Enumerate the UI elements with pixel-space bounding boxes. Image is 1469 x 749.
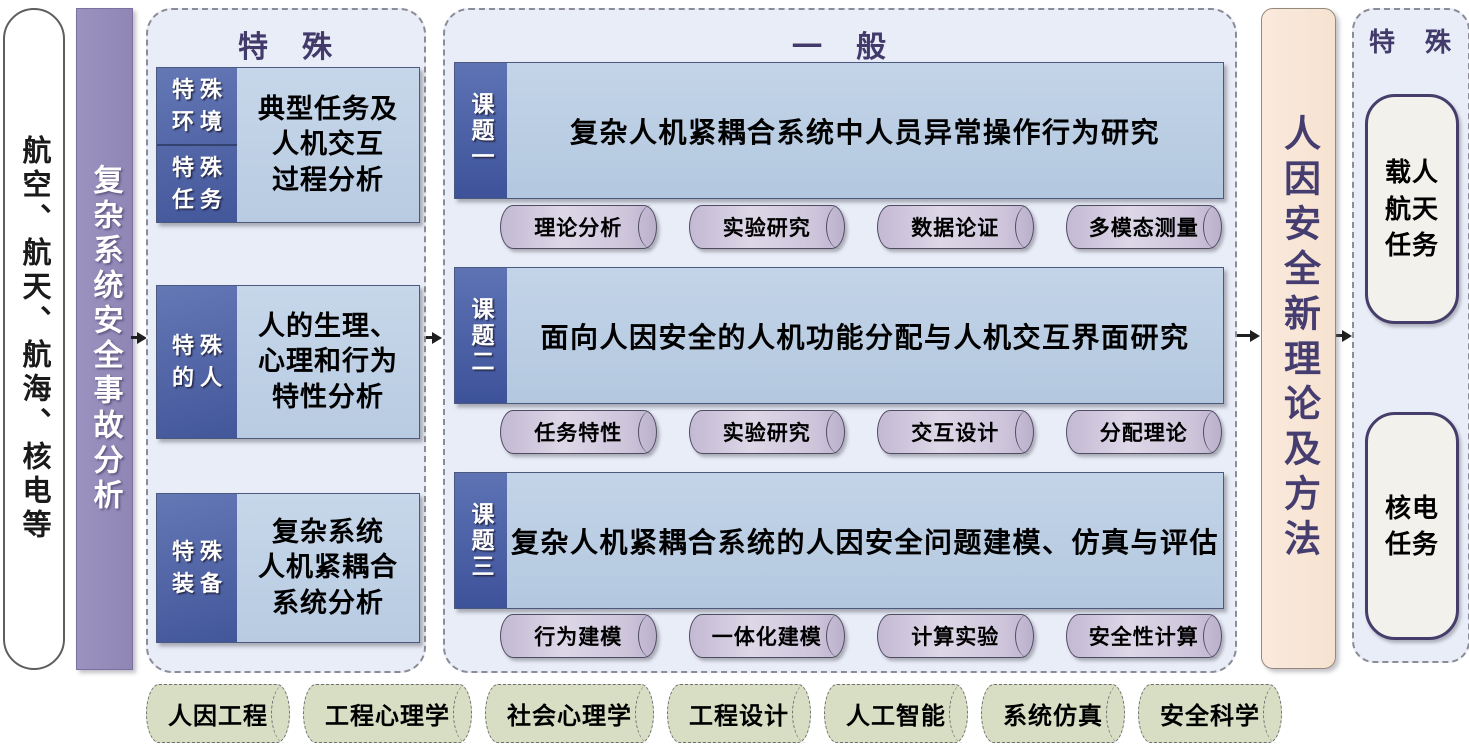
block-label-column: 特 殊 的 人 xyxy=(157,286,237,438)
general-box: 一 般 课题一 复杂人机紧耦合系统中人员异常操作行为研究 理论分析 实验研究 数… xyxy=(443,8,1237,673)
method-tag: 多模态测量 xyxy=(1065,205,1222,249)
discipline-tag: 工程设计 xyxy=(667,684,811,743)
topic-row-1: 课题一 复杂人机紧耦合系统中人员异常操作行为研究 xyxy=(454,62,1224,199)
topic-1-tag-row: 理论分析 实验研究 数据论证 多模态测量 xyxy=(500,205,1222,249)
method-tag: 数据论证 xyxy=(877,205,1034,249)
method-tag: 实验研究 xyxy=(688,205,845,249)
analysis-block-coupled-system: 特 殊 装 备 复杂系统 人机紧耦合 系统分析 xyxy=(156,493,420,643)
block-label-column: 特 殊 装 备 xyxy=(157,494,237,642)
method-tag: 计算实验 xyxy=(877,614,1034,658)
analysis-block-human-characteristics: 特 殊 的 人 人的生理、 心理和行为 特性分析 xyxy=(156,285,420,439)
topic-2-label-text: 课题二 xyxy=(468,296,494,375)
discipline-tag: 工程心理学 xyxy=(303,684,472,743)
topic-1-label: 课题一 xyxy=(455,63,507,198)
flow-arrow-2 xyxy=(422,336,432,339)
label-special-people: 特 殊 的 人 xyxy=(171,333,223,390)
method-tag: 分配理论 xyxy=(1065,410,1222,454)
discipline-tag: 社会心理学 xyxy=(485,684,654,743)
flow-arrow-4 xyxy=(1336,334,1342,337)
discipline-tag: 安全科学 xyxy=(1138,684,1282,743)
topic-1-title: 复杂人机紧耦合系统中人员异常操作行为研究 xyxy=(507,63,1223,198)
special-output-box: 特 殊 载人 航天 任务 核电 任务 xyxy=(1352,8,1469,663)
block-text-coupled-system: 复杂系统 人机紧耦合 系统分析 xyxy=(237,494,419,642)
mission-manned-spaceflight: 载人 航天 任务 xyxy=(1365,94,1459,324)
label-special-task: 特 殊 任 务 xyxy=(157,144,237,222)
discipline-row: 人因工程 工程心理学 社会心理学 工程设计 人工智能 系统仿真 安全科学 xyxy=(146,684,1282,743)
topic-2-tag-row: 任务特性 实验研究 交互设计 分配理论 xyxy=(500,410,1222,454)
domain-capsule-text: 航空、航天、航海、核电等 xyxy=(18,135,50,543)
discipline-tag: 人工智能 xyxy=(824,684,968,743)
topic-2-label: 课题二 xyxy=(455,268,507,403)
domain-capsule: 航空、航天、航海、核电等 xyxy=(3,8,65,670)
topic-3-label-text: 课题三 xyxy=(468,501,494,580)
topic-row-2: 课题二 面向人因安全的人机功能分配与人机交互界面研究 xyxy=(454,267,1224,404)
topic-3-label: 课题三 xyxy=(455,473,507,608)
label-special-environment: 特 殊 环 境 xyxy=(171,77,223,134)
block-text-typical-tasks: 典型任务及 人机交互 过程分析 xyxy=(237,68,419,222)
method-tag: 实验研究 xyxy=(688,410,845,454)
flow-arrow-3 xyxy=(1237,334,1250,337)
method-tag: 理论分析 xyxy=(500,205,657,249)
method-tag: 行为建模 xyxy=(500,614,657,658)
analysis-block-typical-tasks: 特 殊 环 境 特 殊 任 务 典型任务及 人机交互 过程分析 xyxy=(156,67,420,223)
topic-row-3: 课题三 复杂人机紧耦合系统的人因安全问题建模、仿真与评估 xyxy=(454,472,1224,609)
general-box-title: 一 般 xyxy=(792,31,888,64)
new-theory-output-text: 人因安全新理论及方法 xyxy=(1278,113,1320,564)
method-tag: 安全性计算 xyxy=(1065,614,1222,658)
method-tag: 一体化建模 xyxy=(688,614,845,658)
new-theory-output-bar: 人因安全新理论及方法 xyxy=(1261,8,1336,669)
special-input-title: 特 殊 xyxy=(238,31,334,64)
block-label-column: 特 殊 环 境 特 殊 任 务 xyxy=(157,68,237,222)
special-output-title: 特 殊 xyxy=(1368,27,1453,57)
flow-arrow-1 xyxy=(131,336,137,339)
mission-nuclear-power: 核电 任务 xyxy=(1365,412,1459,640)
topic-3-title: 复杂人机紧耦合系统的人因安全问题建模、仿真与评估 xyxy=(507,473,1223,608)
topic-1-label-text: 课题一 xyxy=(468,91,494,170)
discipline-tag: 系统仿真 xyxy=(981,684,1125,743)
special-input-box: 特 殊 特 殊 环 境 特 殊 任 务 典型任务及 人机交互 过程分析 特 殊 … xyxy=(146,8,426,673)
block-text-human-characteristics: 人的生理、 心理和行为 特性分析 xyxy=(237,286,419,438)
topic-2-title: 面向人因安全的人机功能分配与人机交互界面研究 xyxy=(507,268,1223,403)
method-tag: 任务特性 xyxy=(500,410,657,454)
topic-3-tag-row: 行为建模 一体化建模 计算实验 安全性计算 xyxy=(500,614,1222,658)
accident-analysis-bar: 复杂系统安全事故分析 xyxy=(76,8,133,670)
label-special-equipment: 特 殊 装 备 xyxy=(171,539,223,596)
discipline-tag: 人因工程 xyxy=(146,684,290,743)
method-tag: 交互设计 xyxy=(877,410,1034,454)
accident-analysis-text: 复杂系统安全事故分析 xyxy=(88,164,122,514)
